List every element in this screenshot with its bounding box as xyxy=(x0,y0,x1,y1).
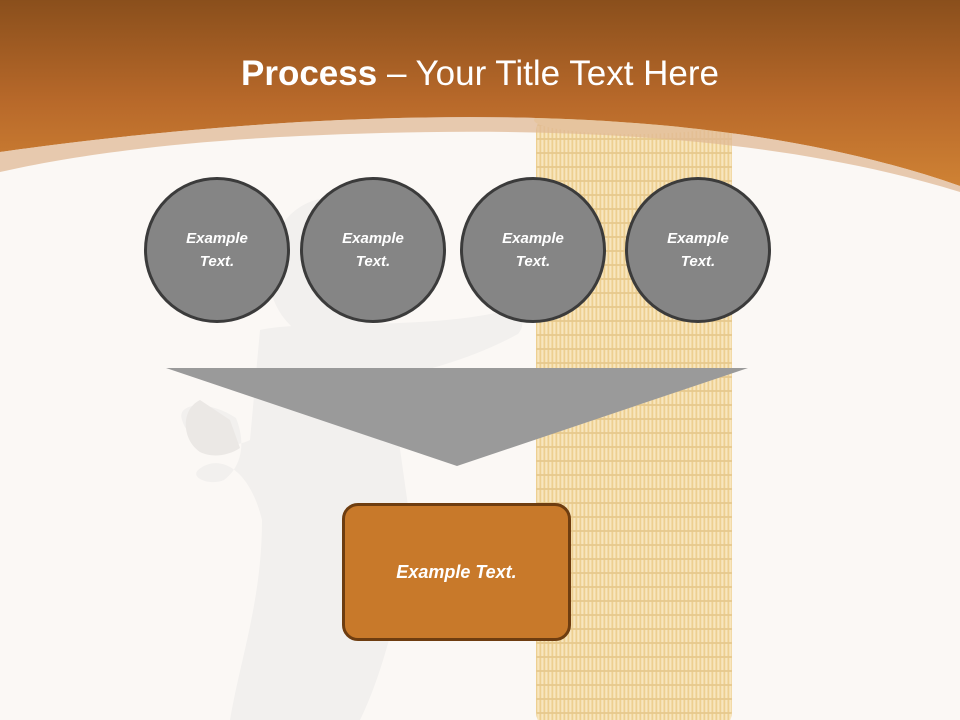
result-box-label: Example Text. xyxy=(396,561,517,582)
header-band xyxy=(0,0,960,186)
merge-arrow xyxy=(166,368,748,466)
process-circle-1[interactable]: Example Text. xyxy=(144,177,290,323)
result-box[interactable]: Example Text. xyxy=(342,503,571,641)
slide-title: Process – Your Title Text Here xyxy=(0,52,960,96)
title-rest: – Your Title Text Here xyxy=(377,54,719,93)
process-circle-2[interactable]: Example Text. xyxy=(300,177,446,323)
process-circle-2-label: Example Text. xyxy=(342,230,404,270)
process-circle-3-label: Example Text. xyxy=(502,230,564,270)
process-circle-4[interactable]: Example Text. xyxy=(625,177,771,323)
process-circle-3[interactable]: Example Text. xyxy=(460,177,606,323)
process-circle-1-label: Example Text. xyxy=(186,230,248,270)
header-swoosh xyxy=(0,117,960,192)
title-strong: Process xyxy=(241,54,378,93)
process-circle-4-label: Example Text. xyxy=(667,230,729,270)
